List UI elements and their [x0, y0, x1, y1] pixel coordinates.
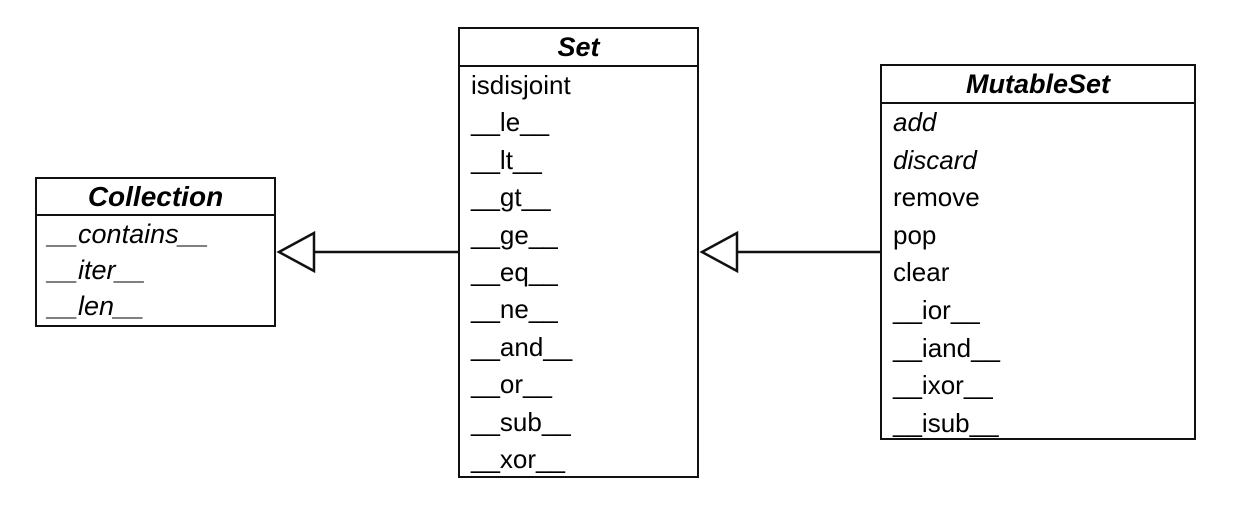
method-item: add	[893, 107, 937, 137]
class-box-collection: Collection __contains__ __iter__ __len__	[35, 177, 276, 327]
method-item: __iand__	[893, 332, 1000, 363]
method-item: isdisjoint	[471, 70, 571, 100]
method-item: __iter__	[48, 255, 146, 285]
method-list-collection: __contains__ __iter__ __len__	[37, 216, 274, 324]
method-item: __ior__	[893, 294, 980, 325]
inheritance-arrowhead-icon	[699, 230, 739, 274]
inheritance-arrowhead-icon	[276, 230, 316, 274]
class-box-mutableset: MutableSet add discard remove pop clear …	[880, 64, 1196, 440]
method-item: discard	[893, 144, 977, 175]
method-item: __and__	[471, 331, 573, 362]
method-item: __contains__	[48, 219, 209, 249]
method-item: __ixor__	[893, 370, 993, 401]
method-list-mutableset: add discard remove pop clear __ior__ __i…	[882, 104, 1194, 442]
class-name-set: Set	[460, 29, 697, 67]
method-item: __sub__	[471, 406, 571, 437]
method-item: __len__	[48, 291, 145, 321]
method-item: __xor__	[471, 443, 565, 474]
method-item: __isub__	[893, 407, 999, 438]
method-item: __gt__	[471, 182, 551, 213]
class-name-collection: Collection	[37, 179, 274, 216]
method-list-set: isdisjoint __le__ __lt__ __gt__ __ge__ _…	[460, 67, 697, 478]
inheritance-arrow-set-to-collection	[276, 230, 458, 274]
class-box-set: Set isdisjoint __le__ __lt__ __gt__ __ge…	[458, 27, 699, 478]
class-name-mutableset: MutableSet	[882, 66, 1194, 104]
method-item: clear	[893, 257, 950, 288]
method-item: __ge__	[471, 219, 558, 250]
method-item: remove	[893, 182, 980, 213]
method-item: __lt__	[471, 144, 542, 175]
inheritance-arrow-mutableset-to-set	[699, 230, 880, 274]
method-item: __ne__	[471, 294, 558, 325]
method-item: __le__	[471, 107, 550, 138]
method-item: pop	[893, 219, 937, 250]
method-item: __or__	[471, 369, 552, 400]
method-item: __eq__	[471, 256, 558, 287]
